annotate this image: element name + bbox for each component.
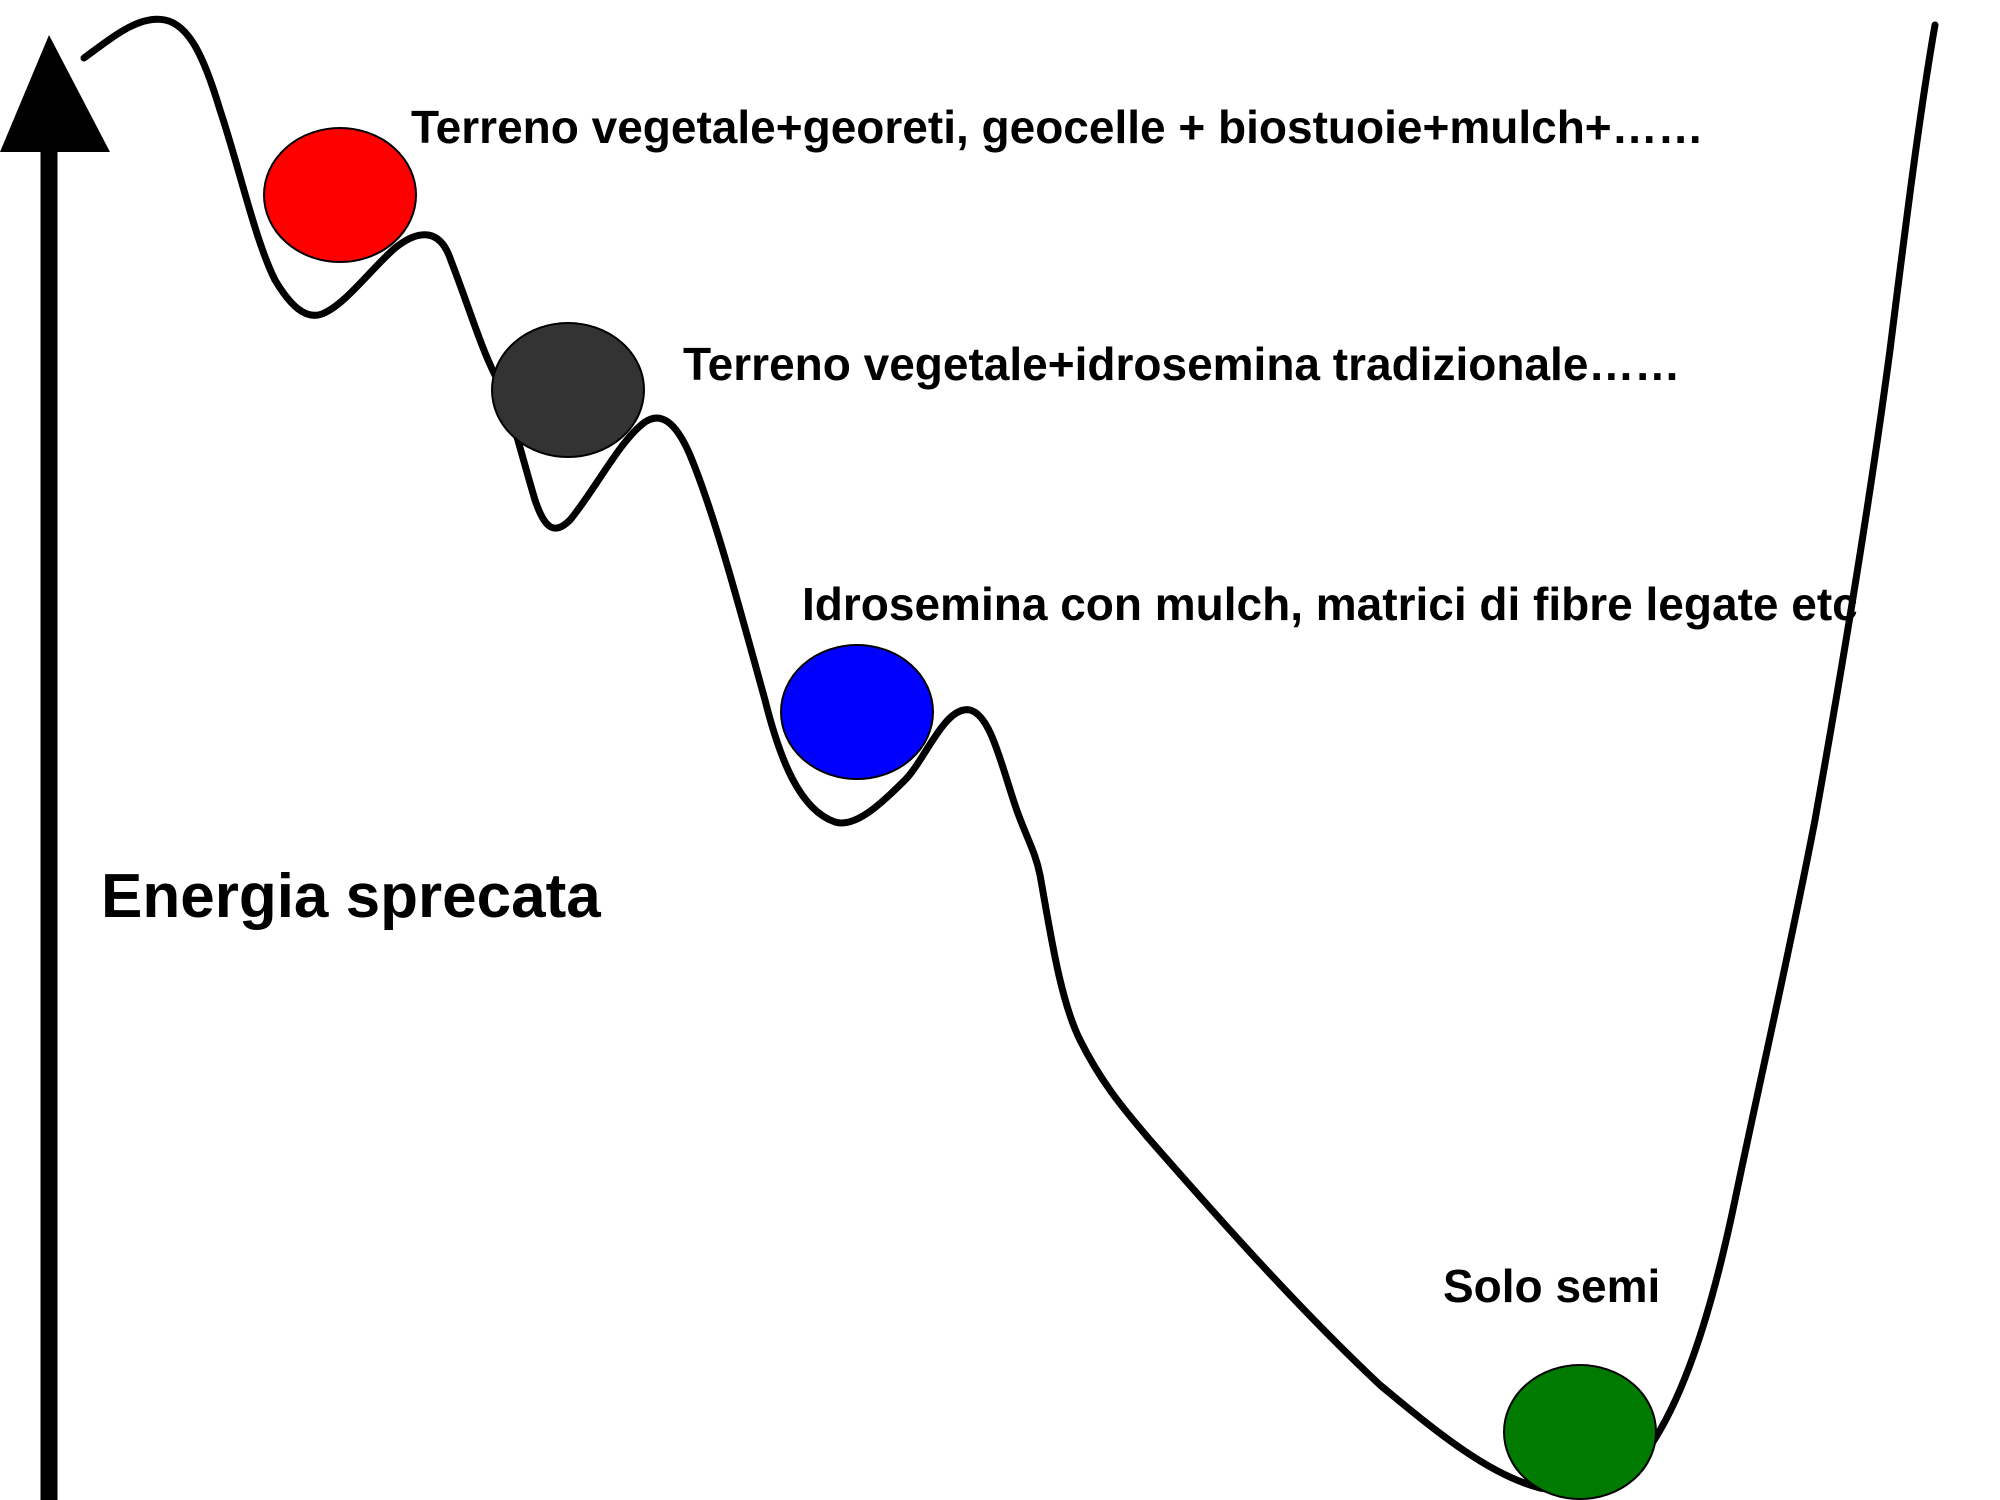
state-label-4: Solo semi <box>1443 1260 1660 1312</box>
ball-red <box>263 127 417 263</box>
axis-label: Energia sprecata <box>101 862 601 931</box>
state-label-3: Idrosemina con mulch, matrici di fibre l… <box>802 578 1858 630</box>
energy-axis <box>0 35 110 1500</box>
ball-green <box>1503 1364 1657 1500</box>
state-label-2: Terreno vegetale+idrosemina tradizionale… <box>683 338 1680 390</box>
energy-axis-arrowhead <box>0 35 110 152</box>
ball-dark-gray <box>491 322 645 458</box>
ball-blue <box>780 644 934 780</box>
energy-landscape-curve <box>80 15 1939 1495</box>
state-label-1: Terreno vegetale+georeti, geocelle + bio… <box>411 101 1704 153</box>
